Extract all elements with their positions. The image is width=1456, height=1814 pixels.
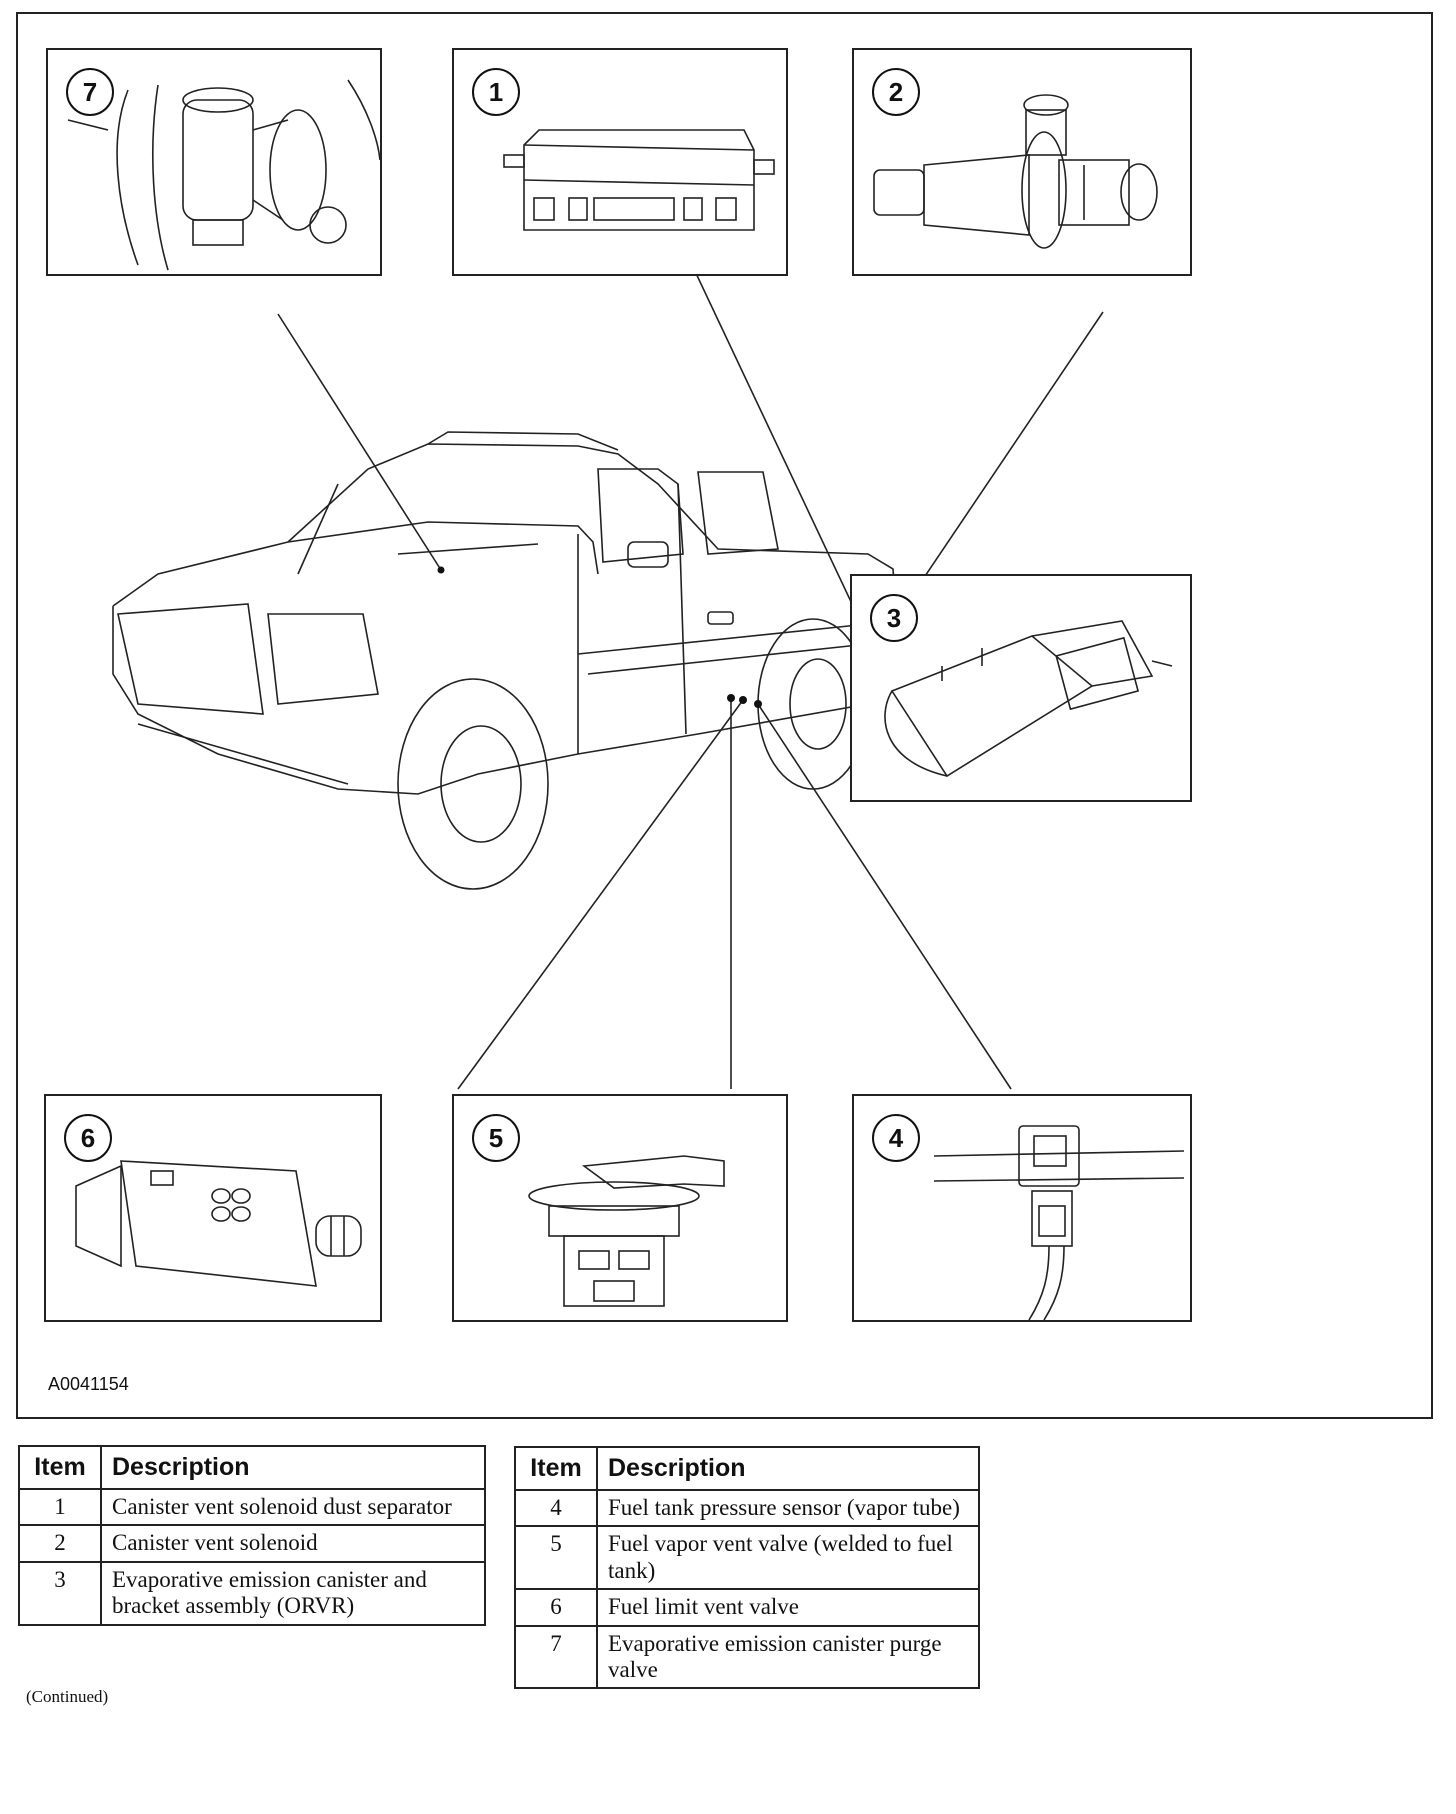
callout-badge-6: 6 xyxy=(64,1114,112,1162)
item-number: 7 xyxy=(514,1624,598,1690)
leader-line-4 xyxy=(757,703,1012,1090)
table-row: 7 Evaporative emission canister purge va… xyxy=(514,1624,980,1690)
item-number: 5 xyxy=(514,1525,598,1591)
callout-badge-3: 3 xyxy=(870,594,918,642)
item-number: 2 xyxy=(18,1524,102,1563)
item-description: Fuel limit vent valve xyxy=(596,1588,980,1627)
table-row: 4 Fuel tank pressure sensor (vapor tube) xyxy=(514,1488,980,1528)
callout-badge-7: 7 xyxy=(66,68,114,116)
callout-badge-5: 5 xyxy=(472,1114,520,1162)
item-header: Item xyxy=(18,1445,102,1490)
rear-wheel-hub xyxy=(789,658,847,750)
purge-valve-illustration xyxy=(67,79,380,271)
panel-3-evap-canister: 3 xyxy=(850,574,1192,802)
pressure-sensor-illustration xyxy=(933,1125,1185,1320)
panel-1-dust-separator: 1 xyxy=(452,48,788,276)
callout-badge-4: 4 xyxy=(872,1114,920,1162)
callout-badge-1: 1 xyxy=(472,68,520,116)
panel-2-vent-solenoid: 2 xyxy=(852,48,1192,276)
pickup-truck-drawing xyxy=(112,431,899,795)
continued-note: (Continued) xyxy=(26,1687,109,1706)
dust-separator-illustration xyxy=(503,129,775,231)
items-table-right: Item Description 4 Fuel tank pressure se… xyxy=(514,1446,980,1690)
item-number: 1 xyxy=(18,1487,102,1527)
item-description: Canister vent solenoid xyxy=(100,1524,486,1563)
panel-5-vapor-vent-valve: 5 xyxy=(452,1094,788,1322)
description-header: Description xyxy=(100,1445,486,1490)
items-table-left: Item Description 1 Canister vent solenoi… xyxy=(18,1445,486,1626)
table-row: 6 Fuel limit vent valve xyxy=(514,1588,980,1627)
item-description: Fuel vapor vent valve (welded to fuel ta… xyxy=(596,1525,980,1591)
front-wheel xyxy=(397,678,549,890)
description-header: Description xyxy=(596,1446,980,1491)
table-row: 5 Fuel vapor vent valve (welded to fuel … xyxy=(514,1525,980,1591)
component-location-dots xyxy=(437,566,890,708)
front-wheel-hub xyxy=(440,725,522,843)
vapor-vent-valve-illustration xyxy=(528,1155,725,1307)
evap-canister-illustration xyxy=(884,620,1173,778)
leader-line-1 xyxy=(667,213,871,643)
item-description: Fuel tank pressure sensor (vapor tube) xyxy=(596,1488,980,1528)
panel-4-pressure-sensor: 4 xyxy=(852,1094,1192,1322)
leader-line-7 xyxy=(277,313,442,571)
item-number: 4 xyxy=(514,1488,598,1528)
vent-solenoid-illustration xyxy=(873,94,1158,249)
figure-id: A0041154 xyxy=(48,1374,129,1394)
table-row: 1 Canister vent solenoid dust separator xyxy=(18,1487,486,1527)
evap-system-figure: 7 1 xyxy=(16,12,1433,1419)
table-row: 3 Evaporative emission canister and brac… xyxy=(18,1560,486,1626)
panel-7-purge-valve: 7 xyxy=(46,48,382,276)
callout-badge-2: 2 xyxy=(872,68,920,116)
table-header-row: Item Description xyxy=(18,1445,486,1490)
limit-vent-valve-illustration xyxy=(75,1160,362,1287)
panel-6-limit-vent-valve: 6 xyxy=(44,1094,382,1322)
item-header: Item xyxy=(514,1446,598,1491)
item-number: 3 xyxy=(18,1560,102,1626)
table-row: 2 Canister vent solenoid xyxy=(18,1524,486,1563)
figure-linework xyxy=(112,213,1104,1090)
item-description: Canister vent solenoid dust separator xyxy=(100,1487,486,1527)
leader-line-6 xyxy=(457,699,744,1090)
table-header-row: Item Description xyxy=(514,1446,980,1491)
item-number: 6 xyxy=(514,1588,598,1627)
item-description: Evaporative emission canister purge valv… xyxy=(596,1624,980,1690)
item-description: Evaporative emission canister and bracke… xyxy=(100,1560,486,1626)
